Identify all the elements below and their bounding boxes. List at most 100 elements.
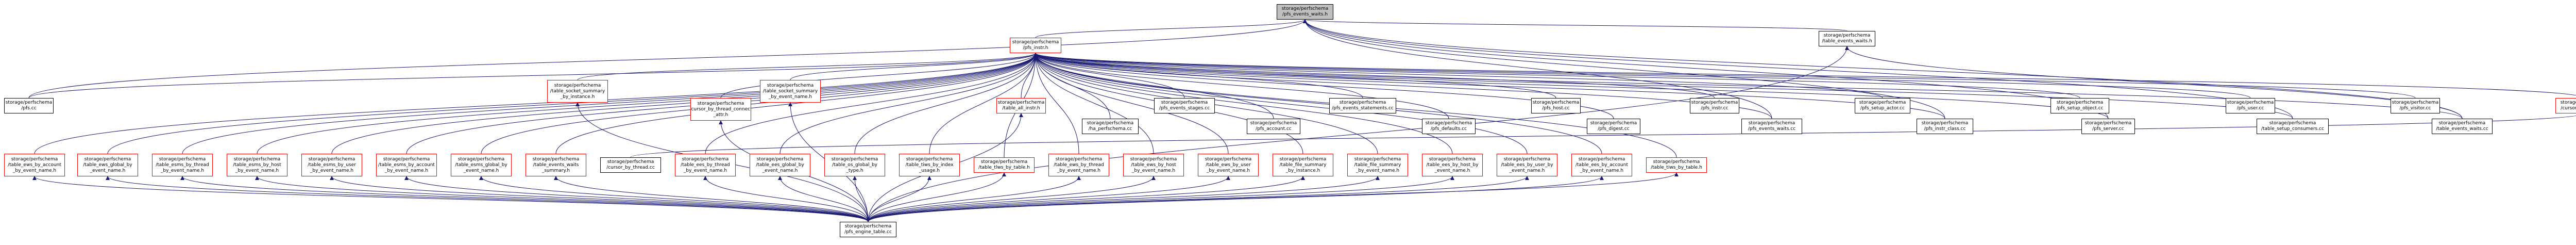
dependency-edge xyxy=(868,46,1849,222)
node-table-all-instr[interactable]: storage/perfschema /table_all_instr.h xyxy=(996,98,1046,113)
node-table-esms-by-account-by-event-name[interactable]: storage/perfschema /table_esms_by_accoun… xyxy=(376,154,437,176)
node-label-line: _by_event_name.h xyxy=(1355,168,1400,173)
node-pfs-digest[interactable]: storage/perfschema /pfs_digest.cc xyxy=(1587,119,1640,134)
node-label-line: /table_all_instr.h xyxy=(1002,106,1040,111)
node-table-socket-summary-by-event-name[interactable]: storage/perfschema /table_socket_summary… xyxy=(760,80,821,103)
node-ha-perfschema[interactable]: storage/perfschema /ha_perfschema.cc xyxy=(1082,119,1139,134)
node-label-line: /table_ews_global_by xyxy=(83,162,132,168)
node-label-line: /table_tiws_by_table.h xyxy=(1651,165,1702,170)
dependency-edge xyxy=(1033,53,2080,99)
node-label-line: storage/perfschema xyxy=(831,156,878,162)
node-table-events-waits-summary[interactable]: storage/perfschema /table_events_waits _… xyxy=(526,154,586,176)
node-label-line: /table_socket_summary xyxy=(762,88,818,94)
node-label-line: storage/perfschema xyxy=(1859,100,1906,105)
dependency-edge xyxy=(481,53,1038,154)
node-table-file-summary-by-event-name[interactable]: storage/perfschema /table_file_summary _… xyxy=(1347,154,1408,176)
node-table-ees-by-account-by-event-name[interactable]: storage/perfschema /table_ees_by_account… xyxy=(1571,154,1632,176)
node-pfs-instr-class[interactable]: storage/perfschema /pfs_instr_class.cc xyxy=(1917,119,1973,134)
dependency-edge xyxy=(28,19,1307,99)
node-label-line: /pfs_events_waits.cc xyxy=(1748,126,1796,132)
node-table-os-global-by-type[interactable]: storage/perfschema /table_os_global_by _… xyxy=(824,154,885,176)
node-pfs-setup-actor[interactable]: storage/perfschema /pfs_setup_actor.cc xyxy=(1855,98,1910,113)
node-label-line: _by_event_name.h xyxy=(1206,168,1250,173)
node-label-line: _event_name.h xyxy=(1434,168,1470,173)
node-table-ees-by-host-by-event-name[interactable]: storage/perfschema /table_ees_by_host_by… xyxy=(1422,154,1483,176)
node-label-line: /pfs_instr.h xyxy=(1023,45,1048,51)
node-table-esms-by-host-by-event-name[interactable]: storage/perfschema /table_esms_by_host _… xyxy=(227,154,287,176)
node-table-ews-by-thread-by-event-name[interactable]: storage/perfschema /table_ews_by_thread … xyxy=(1048,154,1109,176)
node-table-esms-global-by-event-name[interactable]: storage/perfschema /table_esms_global_by… xyxy=(451,154,512,176)
dependency-edge xyxy=(1035,19,1307,38)
node-label-line: /table_events_waits.h xyxy=(1822,39,1872,44)
node-cursor-by-thread-cc[interactable]: storage/perfschema /cursor_by_thread.cc xyxy=(600,157,661,173)
dependency-edge xyxy=(853,176,869,222)
node-pfs-events-waits-h[interactable]: storage/perfschema /pfs_events_waits.h xyxy=(1277,4,1333,20)
dependency-edge xyxy=(255,176,869,222)
node-table-tiws-by-index-usage[interactable]: storage/perfschema /table_tiws_by_index … xyxy=(899,154,960,176)
node-label-line: _by_event_name.h xyxy=(235,168,279,173)
node-table-ews-by-host-by-event-name[interactable]: storage/perfschema /table_ews_by_host _b… xyxy=(1123,154,1184,176)
node-table-esms-by-user-by-event-name[interactable]: storage/perfschema /table_esms_by_user _… xyxy=(301,154,362,176)
node-pfs-setup-object[interactable]: storage/perfschema /pfs_setup_object.cc xyxy=(2050,98,2109,113)
node-label-line: /table_ews_by_user xyxy=(1206,162,1251,168)
node-pfs-defaults[interactable]: storage/perfschema /pfs_defaults.cc xyxy=(1422,119,1476,134)
node-table-setup-consumers[interactable]: storage/perfschema /table_setup_consumer… xyxy=(2257,119,2329,134)
node-table-tiws-by-table[interactable]: storage/perfschema /table_tiws_by_table.… xyxy=(1646,157,1707,173)
node-label-line: /pfs_account.cc xyxy=(1256,126,1292,132)
node-table-ews-by-user-by-event-name[interactable]: storage/perfschema /table_ews_by_user _b… xyxy=(1198,154,1259,176)
node-pfs-account[interactable]: storage/perfschema /pfs_account.cc xyxy=(1247,119,1300,134)
node-table-ews-global-by-event-name[interactable]: storage/perfschema /table_ews_global_by … xyxy=(77,154,138,176)
node-label-line: storage/perfschema xyxy=(756,156,804,162)
node-table-socket-summary-by-instance[interactable]: storage/perfschema /table_socket_summary… xyxy=(547,80,608,103)
node-label-line: /pfs_server.cc xyxy=(2092,126,2124,132)
node-table-events-waits-cc[interactable]: storage/perfschema /table_events_waits.c… xyxy=(2432,119,2493,134)
node-label-line: /table_ees_by_account xyxy=(1575,162,1628,168)
node-pfs-user[interactable]: storage/perfschema /pfs_user.cc xyxy=(2226,98,2275,113)
node-label-line: _event_name.h xyxy=(90,168,126,173)
node-table-events-waits-h[interactable]: storage/perfschema /table_events_waits.h xyxy=(1819,31,1875,46)
node-cursor-by-thread-h[interactable]: storage/perfschema /cursor_by_thread.h xyxy=(2555,98,2576,113)
node-pfs-events-waits-cc[interactable]: storage/perfschema /pfs_events_waits.cc xyxy=(1741,119,1802,134)
node-pfs-instr-h[interactable]: storage/perfschema /pfs_instr.h xyxy=(1010,38,1061,53)
dependency-edge xyxy=(1033,53,1715,99)
node-table-ees-global-by-event-name[interactable]: storage/perfschema /table_ees_global_by … xyxy=(750,154,810,176)
node-pfs-visitor[interactable]: storage/perfschema /pfs_visitor.cc xyxy=(2391,98,2440,113)
dependency-edge xyxy=(779,53,1038,154)
node-cursor-by-thread-connect-attr[interactable]: storage/perfschema /cursor_by_thread_con… xyxy=(690,98,751,121)
node-table-tlws-by-table[interactable]: storage/perfschema /table_tlws_by_table.… xyxy=(974,157,1035,173)
node-label-line: /table_events_waits.cc xyxy=(2436,126,2488,132)
node-label-line: _by_event_name.h xyxy=(1057,168,1101,173)
node-label-line: /table_esms_by_host xyxy=(233,162,281,168)
dependency-edge xyxy=(868,176,1081,222)
node-table-ees-by-thread-by-event-name[interactable]: storage/perfschema /table_ees_by_thread … xyxy=(675,154,736,176)
dependency-edge xyxy=(868,176,1156,222)
dependency-edge xyxy=(1033,53,1453,154)
node-label-line: /table_events_waits xyxy=(533,162,579,168)
node-label-line: storage/perfschema xyxy=(1429,156,1476,162)
node-pfs-host[interactable]: storage/perfschema /pfs_host.cc xyxy=(1531,98,1581,113)
dependency-edge xyxy=(868,172,1679,222)
node-table-ews-by-account-by-event-name[interactable]: storage/perfschema /table_ews_by_account… xyxy=(4,154,65,176)
node-pfs-server[interactable]: storage/perfschema /pfs_server.cc xyxy=(2081,119,2135,134)
dependency-edge xyxy=(929,53,1038,154)
node-label-line: storage/perfschema xyxy=(1590,121,1637,126)
node-table-esms-by-thread-by-event-name[interactable]: storage/perfschema /table_esms_by_thread… xyxy=(152,154,213,176)
node-pfs-events-statements[interactable]: storage/perfschema /pfs_events_statement… xyxy=(1329,98,1396,113)
node-table-ees-by-user-by-event-name[interactable]: storage/perfschema /table_ees_by_user_by… xyxy=(1497,154,1557,176)
dependency-edge xyxy=(107,53,1038,154)
node-pfs-cc[interactable]: storage/perfschema /pfs.cc xyxy=(4,98,54,113)
node-table-file-summary-by-instance[interactable]: storage/perfschema /table_file_summary _… xyxy=(1273,154,1333,176)
node-label-line: storage/perfschema xyxy=(2438,121,2486,126)
dependency-edge xyxy=(1033,53,1883,99)
dependency-edge xyxy=(180,176,869,222)
node-label-line: _event_name.h xyxy=(1509,168,1545,173)
node-label-line: _by_instance.h xyxy=(560,94,595,100)
node-label-line: storage/perfschema xyxy=(1130,156,1177,162)
node-pfs-engine-table-cc[interactable]: storage/perfschema /pfs_engine_table.cc xyxy=(840,222,896,237)
node-label-line: storage/perfschema xyxy=(532,156,580,162)
dependency-edge xyxy=(868,176,1230,222)
dependency-edge xyxy=(28,53,1038,99)
node-pfs-instr-cc[interactable]: storage/perfschema /pfs_instr.cc xyxy=(1690,98,1739,113)
dependency-edge xyxy=(257,53,1038,154)
node-pfs-events-stages[interactable]: storage/perfschema /pfs_events_stages.cc xyxy=(1154,98,1215,113)
